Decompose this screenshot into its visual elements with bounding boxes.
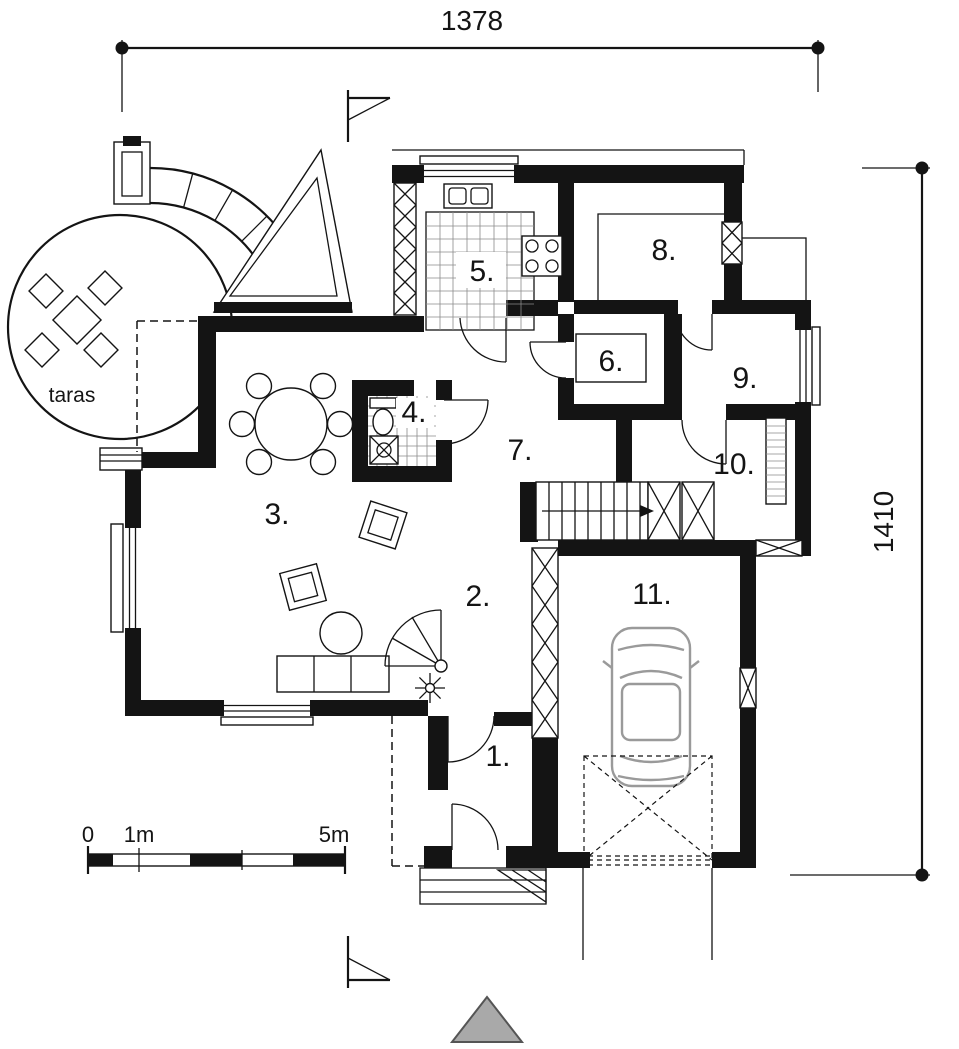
north-triangle-icon	[449, 995, 525, 1043]
dining-set-icon	[228, 372, 354, 476]
scale-zero-label: 0	[82, 822, 94, 847]
stove-icon	[521, 235, 563, 277]
door-bathroom	[443, 399, 489, 445]
scale-bar	[86, 846, 347, 874]
wardrobe-icon	[575, 333, 647, 383]
room-label-4: 4.	[401, 396, 426, 429]
section-mark-bottom-icon	[346, 936, 391, 988]
dimension-height-label: 1410	[868, 491, 899, 553]
door-kitchen-hall	[459, 317, 507, 363]
window-left-small	[99, 447, 143, 471]
hatched-wall-symbols	[393, 182, 803, 739]
sofa-icon	[276, 655, 390, 693]
window-bottom-living	[220, 704, 314, 726]
window-room9-right	[799, 326, 821, 406]
terrace-group	[6, 136, 294, 441]
spiral-stairs-icon	[384, 609, 448, 673]
door-room6	[529, 341, 567, 379]
armchair-icon	[358, 500, 408, 550]
terrace-furniture-icon	[24, 270, 123, 368]
dimension-width-label: 1378	[441, 5, 503, 36]
plant-icon	[415, 673, 445, 703]
roof-triangle-icon	[212, 148, 353, 313]
room-label-3: 3.	[264, 498, 289, 531]
doors	[443, 313, 727, 851]
entrance-steps	[419, 867, 713, 960]
dashed-boundaries	[136, 320, 424, 867]
window-kitchen-top	[419, 155, 519, 183]
room-label-2: 2.	[465, 580, 490, 613]
door-room9	[675, 313, 713, 351]
scale-1m-label: 1m	[124, 822, 155, 847]
coffee-table-icon	[319, 611, 363, 655]
door-entry-hall	[447, 715, 495, 763]
door-entry-exterior	[451, 803, 499, 851]
terrace-label: taras	[49, 384, 96, 407]
room-label-9: 9.	[732, 362, 757, 395]
room-label-5: 5.	[469, 255, 494, 288]
chimney-icon	[113, 136, 151, 205]
right-dimension-line	[790, 161, 930, 882]
sink-icon	[443, 183, 493, 209]
windows	[99, 155, 821, 726]
room-label-6: 6.	[598, 345, 623, 378]
stairs-icon	[535, 481, 715, 541]
text-labels: 1378 1410 taras 0 1m 5m 1. 2. 3. 4. 5. 6…	[49, 5, 899, 847]
room-label-8: 8.	[651, 234, 676, 267]
room-label-11: 11.	[632, 578, 671, 611]
garage-clearance-zone	[583, 755, 713, 861]
armchair-icon	[278, 562, 328, 612]
garage-group	[583, 626, 713, 866]
label-bg-5	[456, 252, 506, 288]
room-label-10: 10.	[713, 448, 755, 481]
washing-machine-icon	[369, 435, 399, 465]
section-mark-top-icon	[346, 90, 391, 142]
radiator-icon	[765, 417, 787, 505]
room-label-1: 1.	[485, 740, 510, 773]
room-label-7: 7.	[507, 434, 532, 467]
garage-door	[588, 855, 712, 866]
window-left-tall	[110, 523, 137, 633]
kitchen-group	[425, 183, 563, 331]
scale-5m-label: 5m	[319, 822, 350, 847]
car-icon	[602, 626, 700, 788]
label-bg-4	[396, 398, 434, 428]
top-dimension-line	[115, 40, 825, 112]
door-room10	[681, 419, 727, 465]
